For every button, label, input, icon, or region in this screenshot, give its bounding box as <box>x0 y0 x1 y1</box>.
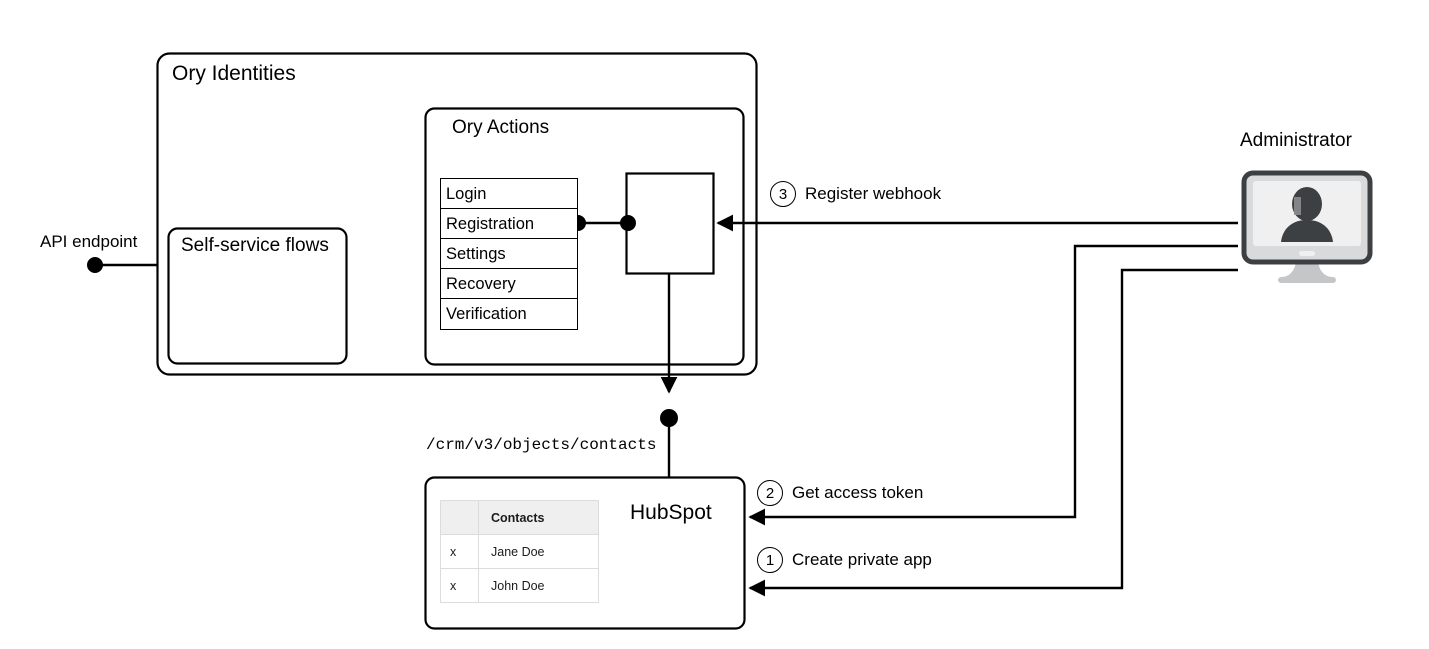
step-marker-2: 2 Get access token <box>757 480 923 506</box>
table-cell-name: Jane Doe <box>478 534 599 569</box>
self-service-flows-box <box>167 227 348 365</box>
hubspot-contacts-table: Contacts x Jane Doe x John Doe <box>440 500 599 603</box>
monitor-user-icon <box>1241 170 1373 283</box>
flow-item-registration[interactable]: Registration <box>441 209 577 239</box>
ory-actions-flow-list: Login Registration Settings Recovery Ver… <box>440 178 578 330</box>
self-service-flows-title: Self-service flows <box>181 235 329 256</box>
table-header-contacts: Contacts <box>478 500 599 535</box>
flow-item-recovery[interactable]: Recovery <box>441 269 577 299</box>
table-cell-index: x <box>440 568 479 603</box>
step-marker-1: 1 Create private app <box>757 547 932 573</box>
hubspot-title: HubSpot <box>630 501 712 524</box>
step-2-connector <box>748 244 1238 526</box>
administrator-title: Administrator <box>1240 130 1352 151</box>
step-label-1: Create private app <box>792 550 932 569</box>
table-cell-index: x <box>440 534 479 569</box>
step-label-2: Get access token <box>792 483 924 502</box>
flow-item-login[interactable]: Login <box>441 179 577 209</box>
ory-identities-title: Ory Identities <box>172 62 296 85</box>
table-header-row: Contacts <box>440 500 599 535</box>
api-endpoint-dot <box>87 257 103 273</box>
webhook-connector-dot <box>620 215 636 231</box>
table-cell-name: John Doe <box>478 568 599 603</box>
step-number-3: 3 <box>770 181 796 207</box>
table-row: x John Doe <box>440 568 599 603</box>
monitor-stand <box>1278 259 1336 283</box>
step-marker-3: 3 Register webhook <box>770 181 941 207</box>
flow-item-verification[interactable]: Verification <box>441 299 577 329</box>
api-endpoint-label: API endpoint <box>40 232 138 251</box>
step-number-1: 1 <box>757 547 783 573</box>
flow-item-settings[interactable]: Settings <box>441 239 577 269</box>
step-number-2: 2 <box>757 480 783 506</box>
avatar-highlight <box>1294 197 1301 215</box>
table-row: x Jane Doe <box>440 534 599 569</box>
monitor-power-indicator <box>1299 251 1315 256</box>
webhook-box <box>625 172 715 275</box>
table-header-index <box>440 500 479 535</box>
hubspot-api-path-label: /crm/v3/objects/contacts <box>426 436 657 454</box>
ory-actions-title: Ory Actions <box>452 117 550 138</box>
step-1-connector <box>748 268 1238 597</box>
step-label-3: Register webhook <box>805 184 942 203</box>
